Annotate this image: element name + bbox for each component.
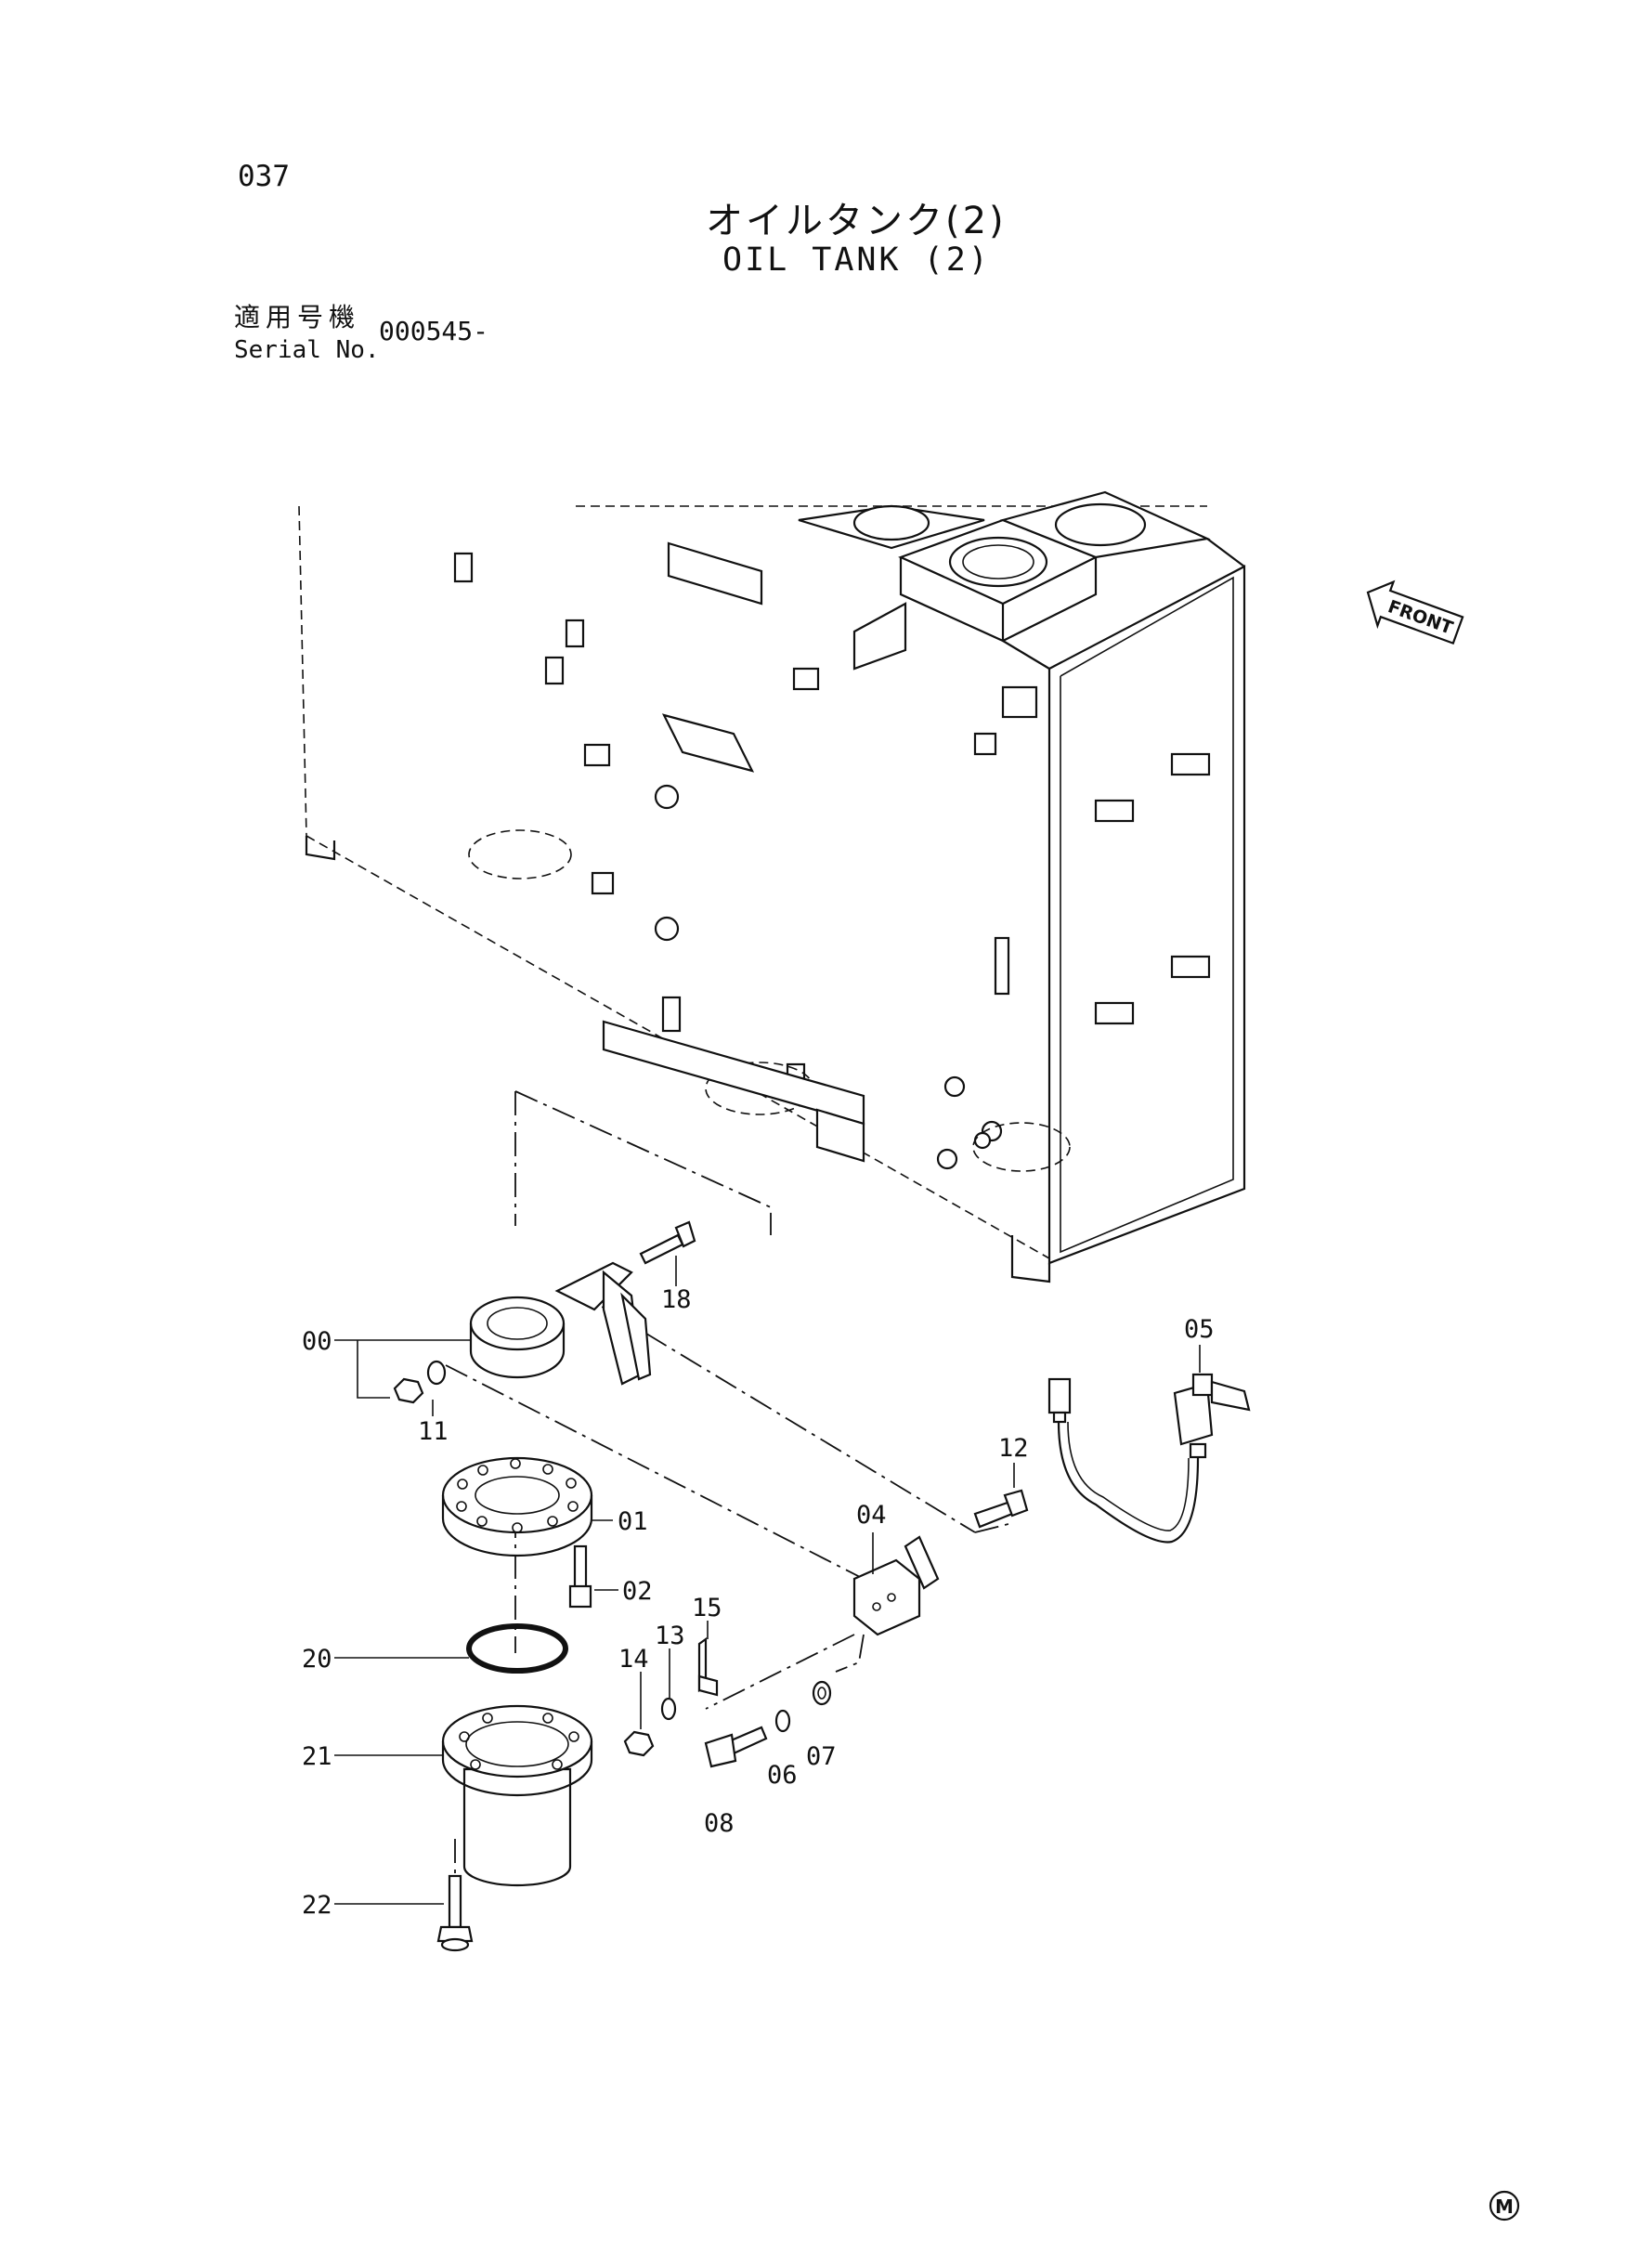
- level-gauge-assembly: [469, 1261, 652, 1386]
- bolt: [639, 1220, 696, 1265]
- harness-clamp: [697, 1636, 719, 1697]
- page-number: 037: [238, 160, 290, 193]
- callout-01: 01: [618, 1507, 648, 1536]
- publisher-mark-letter: M: [1495, 2195, 1514, 2218]
- top-cover-plate: [999, 490, 1211, 559]
- mounting-flange: [441, 1456, 593, 1557]
- callout-08: 08: [704, 1809, 735, 1838]
- mounting-bracket: [453, 541, 1038, 1100]
- side-pad: [994, 752, 1211, 1025]
- socket-bolt: [568, 1544, 592, 1609]
- serial-label-english: Serial No.: [234, 336, 380, 364]
- top-cover-plate: [898, 518, 1099, 643]
- lock-washer: [660, 1697, 677, 1721]
- flange-bolt-holes: [456, 1458, 579, 1533]
- callout-18: 18: [661, 1285, 692, 1314]
- callout-20: 20: [302, 1645, 332, 1674]
- level-sensor-switch: [1173, 1373, 1251, 1459]
- top-cover-plate: [798, 504, 985, 550]
- sensor-harness-connector: [1047, 1377, 1200, 1544]
- title-english: OIL TANK (2): [722, 241, 991, 279]
- tank-port-opening: [468, 829, 1071, 1172]
- washer: [812, 1680, 832, 1706]
- callout-leaders: [334, 1256, 1201, 1905]
- washer: [426, 1360, 447, 1386]
- flange-bolt: [436, 1874, 474, 1952]
- sump-block: [602, 1020, 865, 1163]
- o-ring: [466, 1623, 568, 1674]
- oil-tank-body: [298, 490, 1246, 1283]
- callout-07: 07: [806, 1742, 837, 1771]
- callout-05: 05: [1184, 1315, 1215, 1344]
- callout-15: 15: [692, 1594, 722, 1622]
- hex-nut: [623, 1730, 655, 1757]
- callout-04: 04: [856, 1501, 887, 1530]
- hex-bolt: [704, 1726, 768, 1768]
- callout-02: 02: [622, 1577, 653, 1606]
- hex-nut: [393, 1377, 424, 1404]
- publisher-mark: M: [1489, 2190, 1520, 2221]
- callout-21: 21: [302, 1742, 332, 1771]
- callout-11: 11: [418, 1417, 449, 1446]
- assembly-chain-lines: [445, 1090, 1013, 1932]
- title-japanese: オイルタンク(2): [706, 200, 1007, 242]
- serial-number-value: 000545-: [379, 316, 489, 346]
- sensor-bracket: [852, 1535, 940, 1636]
- callout-22: 22: [302, 1891, 332, 1920]
- lock-washer: [774, 1709, 791, 1733]
- serial-label-japanese: 適用号機: [234, 302, 361, 332]
- front-direction-arrow: FRONT: [1366, 580, 1464, 645]
- callout-00: 00: [302, 1327, 332, 1356]
- callout-12: 12: [998, 1434, 1029, 1463]
- callout-13: 13: [655, 1622, 685, 1650]
- callout-06: 06: [767, 1761, 798, 1790]
- sleeve-pipe: [441, 1704, 593, 1887]
- callout-14: 14: [618, 1645, 649, 1674]
- bolt: [973, 1489, 1029, 1529]
